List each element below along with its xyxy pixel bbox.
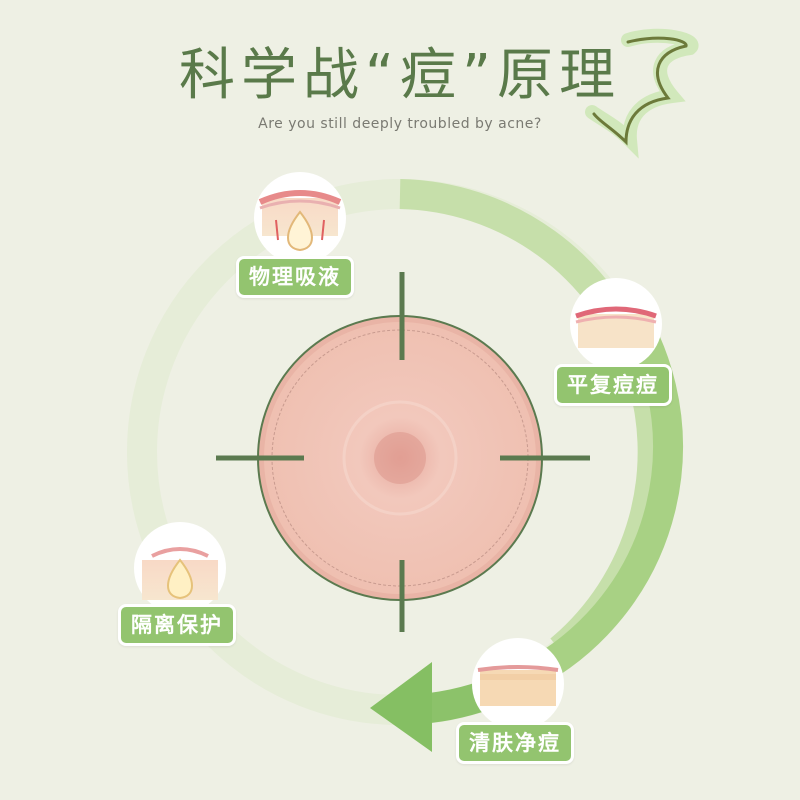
crosshair [216,272,590,632]
step-label-isolate: 隔离保护 [118,604,236,646]
step-label-flatten: 平复痘痘 [554,364,672,406]
flatten-pimple-icon [570,278,662,370]
isolate-pimple-icon [134,522,226,614]
absorb-pimple-icon [254,172,346,264]
page-subtitle: Are you still deeply troubled by acne? [258,116,542,132]
swirl-decoration [585,28,699,159]
page-title: 科学战“痘”原理 [178,43,622,108]
step-label-clean: 清肤净痘 [456,722,574,764]
step-label-absorb: 物理吸液 [236,256,354,298]
clean-skin-icon [472,638,564,730]
